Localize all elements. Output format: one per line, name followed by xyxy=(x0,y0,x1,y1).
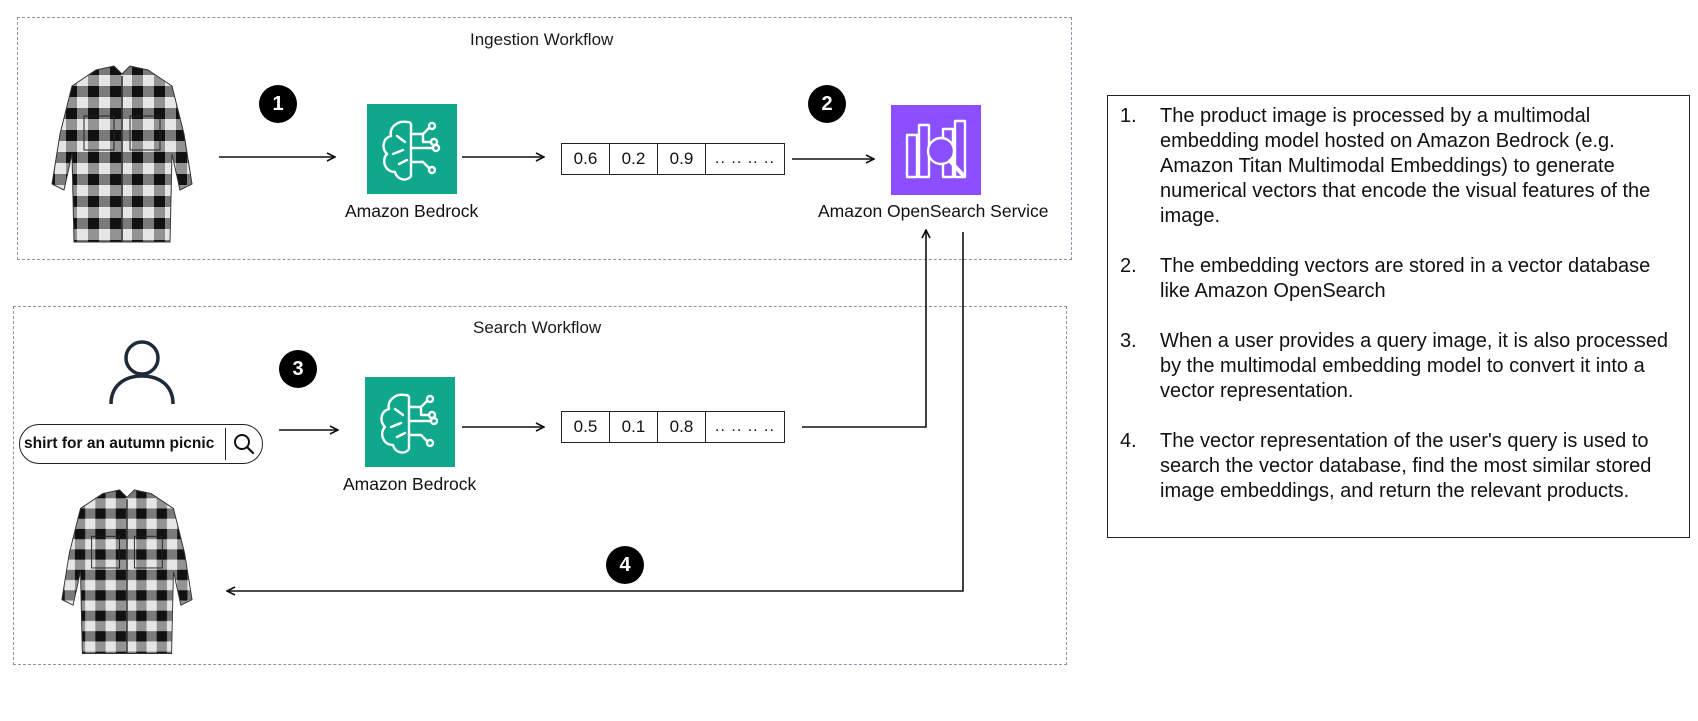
vector-cell: 0.9 xyxy=(658,144,706,174)
search-workflow-title: Search Workflow xyxy=(473,318,602,337)
user-icon xyxy=(109,340,175,405)
vector-cell-ellipsis: .. .. .. .. xyxy=(715,150,775,167)
note-text: The embedding vectors are stored in a ve… xyxy=(1160,255,1651,302)
search-vector: 0.5 0.1 0.8 .. .. .. .. xyxy=(561,411,785,443)
vector-cell: 0.8 xyxy=(658,412,706,442)
vector-cell: 0.2 xyxy=(610,144,658,174)
search-icon[interactable] xyxy=(226,425,262,463)
opensearch-label: Amazon OpenSearch Service xyxy=(818,201,1049,221)
bedrock-icon xyxy=(367,104,457,194)
opensearch-icon xyxy=(891,105,981,195)
note-item: 2. The embedding vectors are stored in a… xyxy=(1118,254,1677,304)
notes-panel: 1. The product image is processed by a m… xyxy=(1107,95,1690,538)
ingestion-shirt-image xyxy=(51,65,193,243)
vector-cell: 0.6 xyxy=(562,144,610,174)
step-badge-2: 2 xyxy=(808,85,846,123)
note-item: 3. When a user provides a query image, i… xyxy=(1118,329,1677,404)
note-text: The product image is processed by a mult… xyxy=(1160,105,1651,227)
note-text: When a user provides a query image, it i… xyxy=(1160,330,1669,402)
step-badge-1: 1 xyxy=(259,85,297,123)
search-bedrock-label: Amazon Bedrock xyxy=(343,474,477,494)
arrow-opensearch-to-result xyxy=(227,232,964,591)
ingestion-vector: 0.6 0.2 0.9 .. .. .. .. xyxy=(561,143,785,175)
arrow-search-vector-to-opensearch xyxy=(802,230,926,428)
step-badge-4: 4 xyxy=(606,546,644,584)
note-number: 4. xyxy=(1120,430,1137,452)
note-item: 1. The product image is processed by a m… xyxy=(1118,104,1677,229)
vector-cell: 0.1 xyxy=(610,412,658,442)
result-shirt-image xyxy=(61,489,193,654)
step-badge-3: 3 xyxy=(279,350,317,388)
note-number: 2. xyxy=(1120,255,1137,277)
search-workflow-box xyxy=(13,306,1067,665)
note-number: 3. xyxy=(1120,330,1137,352)
search-query-box[interactable]: shirt for an autumn picnic xyxy=(19,424,263,464)
search-separator xyxy=(224,428,226,460)
bedrock-icon xyxy=(365,377,455,467)
ingestion-workflow-box xyxy=(17,17,1072,260)
ingestion-workflow-title: Ingestion Workflow xyxy=(470,30,614,49)
ingestion-bedrock-label: Amazon Bedrock xyxy=(345,201,479,221)
vector-cell: 0.5 xyxy=(562,412,610,442)
search-query-text: shirt for an autumn picnic xyxy=(24,435,215,452)
vector-cell-ellipsis: .. .. .. .. xyxy=(715,418,775,435)
note-item: 4. The vector representation of the user… xyxy=(1118,429,1677,504)
note-text: The vector representation of the user's … xyxy=(1160,430,1652,502)
note-number: 1. xyxy=(1120,105,1137,127)
